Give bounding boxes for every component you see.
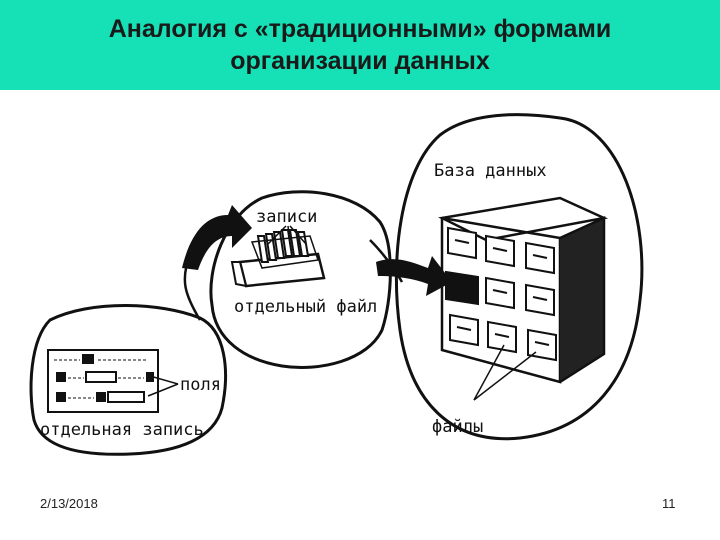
database-label: База данных — [434, 161, 547, 181]
arrow-file-to-db — [376, 256, 452, 296]
files-pointers — [473, 344, 537, 401]
fields-label: поля — [180, 375, 221, 395]
database-bubble — [394, 113, 644, 441]
files-label: файлы — [432, 417, 483, 437]
single-file-bubble — [209, 190, 392, 369]
slide-title-line-2: организации данных — [230, 47, 490, 75]
arrow-record-to-file — [182, 205, 252, 270]
records-pointers — [267, 225, 307, 245]
data-organization-diagram: База данных записи отдельный файл поля о… — [29, 113, 644, 456]
file-cabinet-icon — [438, 196, 609, 384]
records-label: записи — [256, 207, 317, 227]
single-record-bubble — [29, 304, 228, 456]
card-box-icon — [230, 229, 326, 288]
slide-date: 2/13/2018 — [40, 496, 98, 511]
fields-pointers — [147, 375, 179, 397]
title-banner: Аналогия с «традиционными» формами орган… — [0, 0, 720, 90]
single-file-label: отдельный файл — [234, 297, 377, 317]
single-record-label: отдельная запись — [40, 420, 204, 440]
slide-page-number: 11 — [662, 496, 676, 511]
record-card-icon — [47, 349, 159, 413]
slide-title-line-1: Аналогия с «традиционными» формами — [108, 15, 612, 43]
